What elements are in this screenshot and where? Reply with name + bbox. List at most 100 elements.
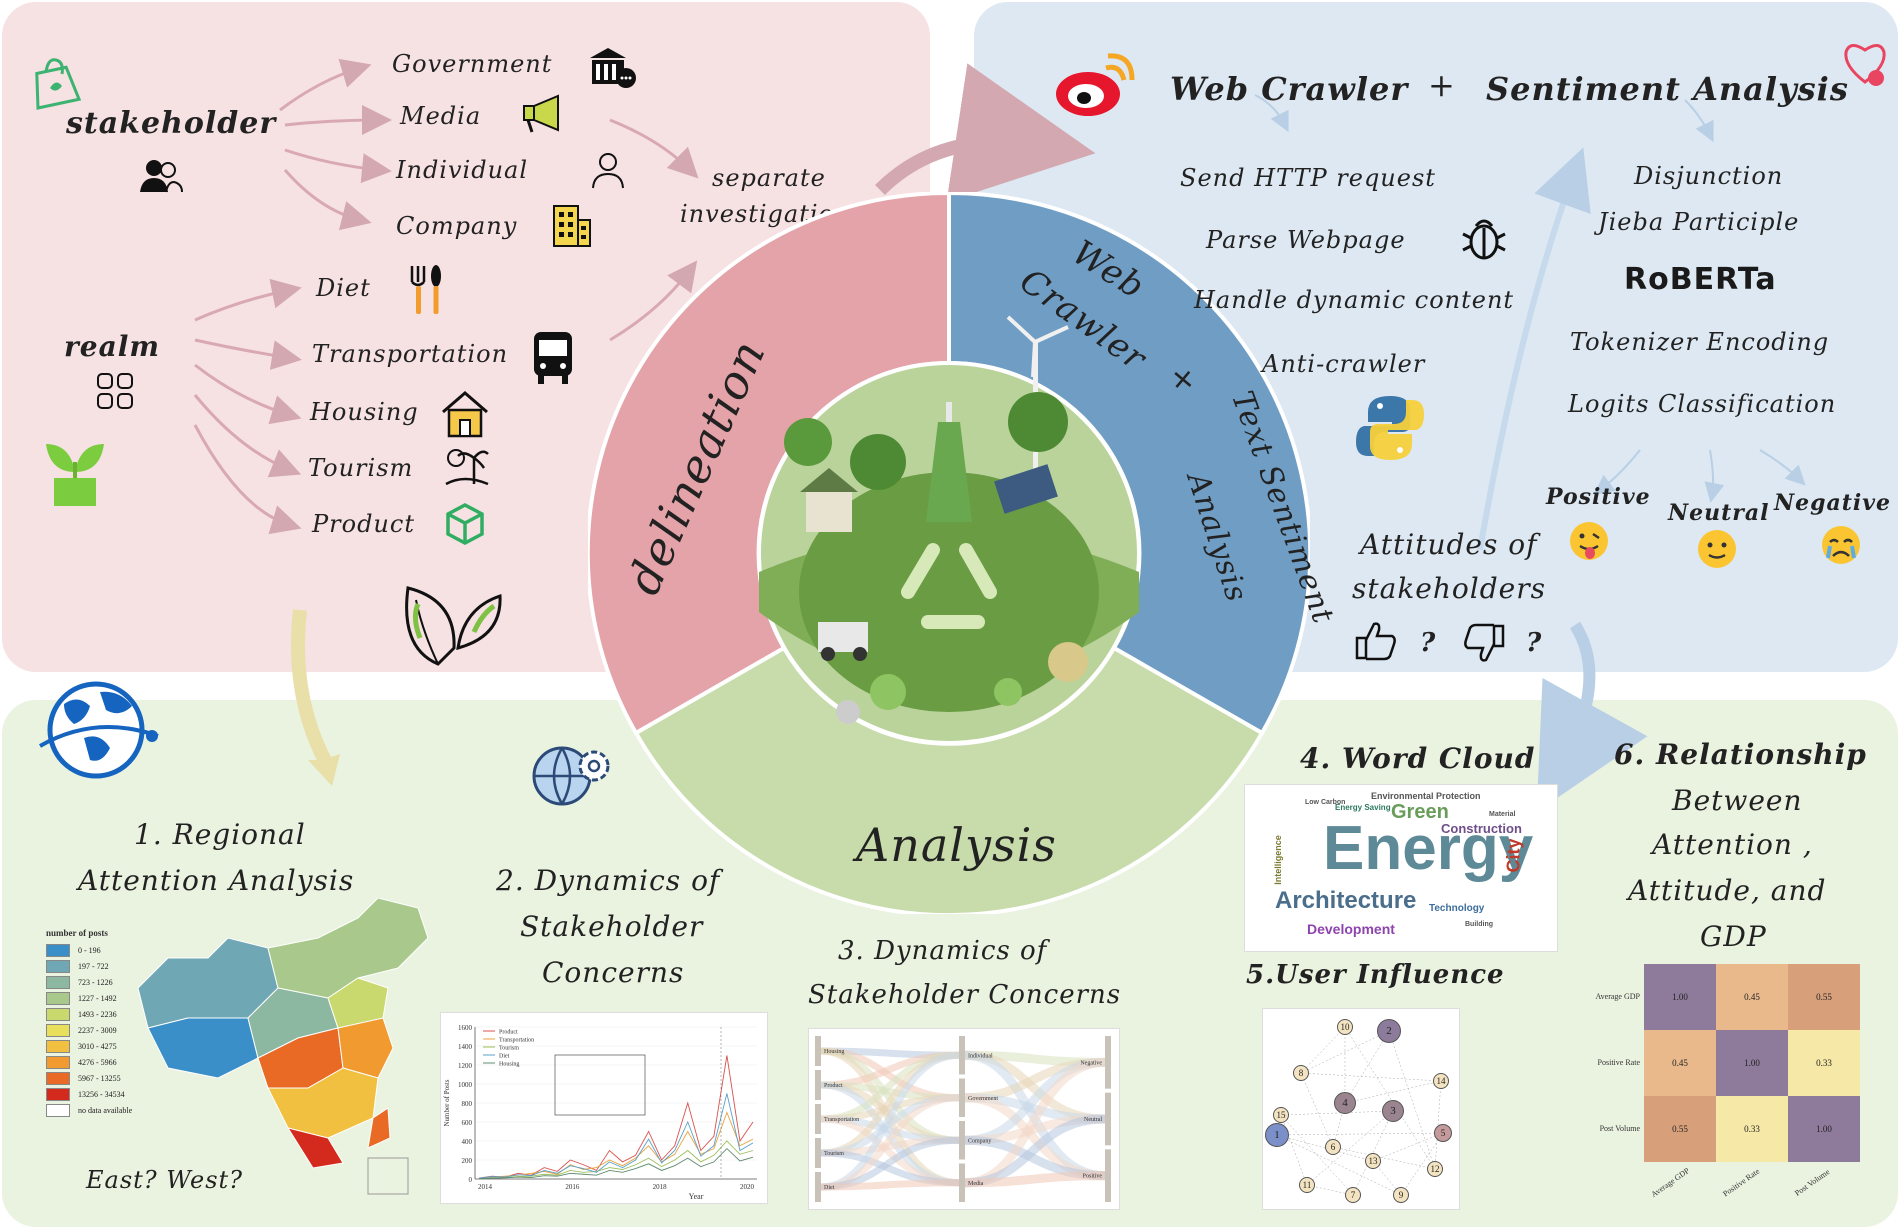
- y-tick-label: 1400: [458, 1043, 473, 1051]
- question-mark-1: ?: [1420, 628, 1437, 658]
- map-legend-swatch: [46, 976, 70, 989]
- map-legend-item: 1227 - 1492: [46, 992, 117, 1005]
- megaphone-icon: [523, 94, 559, 133]
- network-edge: [1352, 1110, 1394, 1196]
- series-line-diet: [478, 1093, 754, 1179]
- shopping-bag-icon: [35, 58, 82, 110]
- legend-label: Housing: [499, 1062, 519, 1068]
- map-legend-swatch: [46, 1040, 70, 1053]
- python-icon: [1356, 396, 1424, 460]
- rel-title-1: 6. Relationship: [1614, 738, 1867, 771]
- realm-diet: Diet: [316, 274, 371, 302]
- map-legend-swatch: [46, 1008, 70, 1021]
- heatmap-cell: 0.33: [1788, 1030, 1860, 1096]
- sankey-node-label: Negative: [1080, 1060, 1102, 1066]
- network-edge: [1388, 1030, 1436, 1170]
- stakeholder-title: stakeholder: [66, 106, 277, 141]
- sankey-node-label: Individual: [968, 1053, 993, 1059]
- map-legend-swatch: [46, 1024, 70, 1037]
- heatmap-cell: 1.00: [1644, 964, 1716, 1030]
- stakeholder-individual: Individual: [396, 156, 529, 184]
- sankey-node-label: Housing: [824, 1049, 844, 1055]
- sankey-node: [815, 1070, 821, 1100]
- network-edge: [1344, 1080, 1442, 1104]
- heatmap-row-label: Average GDP: [1595, 992, 1640, 1001]
- network-edge: [1300, 1030, 1390, 1074]
- sankey-node: [959, 1163, 965, 1202]
- nlp-jieba: Jieba Participle: [1598, 208, 1800, 236]
- network-node: 1: [1265, 1123, 1289, 1147]
- sankey-node: [815, 1104, 821, 1134]
- step-anticrawler: Anti-crawler: [1262, 350, 1426, 378]
- network-edge: [1280, 1110, 1394, 1116]
- sankey-node: [815, 1172, 821, 1202]
- leaves-icon: [405, 586, 502, 666]
- heatmap-col-label: Positive Rate: [1721, 1166, 1762, 1199]
- realm-product: Product: [312, 510, 415, 538]
- sankey-node: [959, 1078, 965, 1117]
- network-node: 5: [1434, 1124, 1452, 1142]
- house-icon: [442, 391, 488, 438]
- word-intelligence: Intelligence: [1272, 835, 1283, 885]
- y-tick-label: 1600: [458, 1024, 473, 1032]
- heatmap-cell: 0.55: [1644, 1096, 1716, 1162]
- nlp-disjunction: Disjunction: [1634, 162, 1784, 190]
- weibo-icon: [1056, 53, 1135, 116]
- map-legend-swatch: [46, 1072, 70, 1085]
- crawler-plus: +: [1428, 66, 1456, 104]
- map-legend-label: 4276 - 5966: [78, 1058, 117, 1067]
- word-development: Development: [1307, 921, 1395, 937]
- heatmap-cell: 0.33: [1716, 1096, 1788, 1162]
- map-legend-item: 723 - 1226: [46, 976, 113, 989]
- dyn3-title-1: 3. Dynamics of: [838, 936, 1048, 966]
- sankey-node-label: Government: [968, 1096, 998, 1102]
- heatmap-cell: 1.00: [1716, 1030, 1788, 1096]
- sankey-node-label: Company: [968, 1138, 991, 1144]
- network-node: 15: [1273, 1107, 1289, 1123]
- sankey-node: [815, 1138, 821, 1168]
- dyn2-title-2: Stakeholder: [520, 910, 704, 943]
- map-legend-title: number of posts: [46, 928, 108, 938]
- network-edge: [1400, 1132, 1444, 1196]
- sankey-node: [1105, 1149, 1111, 1202]
- word-construction: Construction: [1441, 821, 1522, 836]
- rel-title-2: Between: [1672, 784, 1803, 817]
- word-energy-saving: Energy Saving: [1335, 803, 1391, 812]
- grid-icon: [97, 373, 133, 409]
- nlp-roberta: RoBERTa: [1624, 262, 1777, 297]
- sankey-flow: [820, 1179, 960, 1191]
- map-legend-swatch: [46, 960, 70, 973]
- utensils-icon: [410, 265, 441, 314]
- nlp-tokenizer: Tokenizer Encoding: [1570, 328, 1830, 356]
- y-tick-label: 400: [462, 1138, 473, 1146]
- network-node: 2: [1377, 1019, 1401, 1043]
- wheel-analysis: Analysis: [856, 818, 1057, 872]
- sankey-node: [815, 1036, 821, 1066]
- dyn2-title-1: 2. Dynamics of: [496, 864, 721, 897]
- map-legend-label: 5967 - 13255: [78, 1074, 121, 1083]
- heart-icon: [1844, 44, 1886, 86]
- attitudes-line2: stakeholders: [1352, 572, 1546, 605]
- stakeholder-government: Government: [392, 50, 553, 78]
- central-wheel: [588, 192, 1310, 914]
- sankey-node-label: Tourism: [824, 1151, 844, 1157]
- network-edge: [1300, 1072, 1334, 1148]
- realm-transportation: Transportation: [312, 340, 509, 368]
- map-legend-swatch: [46, 1088, 70, 1101]
- regional-title-2: Attention Analysis: [78, 864, 355, 897]
- network-edge: [1276, 1134, 1402, 1196]
- heatmap-row-label: Post Volume: [1599, 1124, 1640, 1133]
- heatmap-col-label: Average GDP: [1649, 1166, 1692, 1199]
- government-icon: [590, 48, 636, 88]
- heatmap-cell: 0.45: [1644, 1030, 1716, 1096]
- word-energy: Energy: [1323, 814, 1534, 883]
- wordcloud-title: 4. Word Cloud: [1300, 742, 1536, 775]
- legend-label: Tourism: [499, 1046, 519, 1052]
- map-legend-swatch: [46, 1056, 70, 1069]
- network-edge: [1372, 1132, 1444, 1162]
